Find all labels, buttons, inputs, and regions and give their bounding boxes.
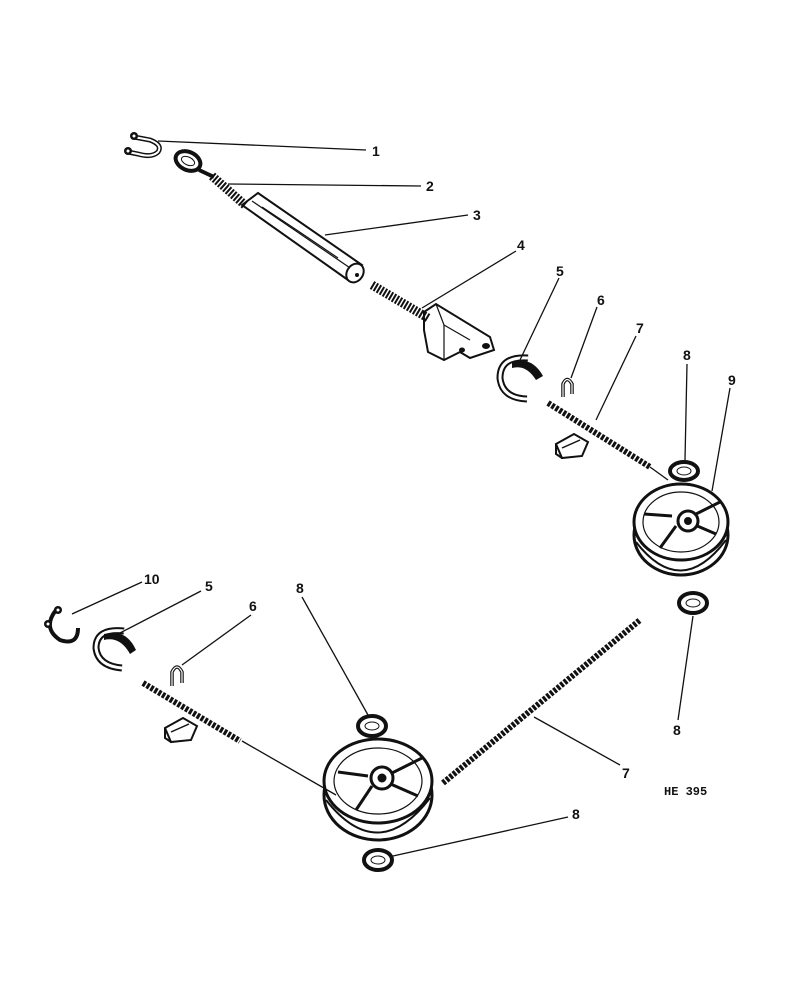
clevis-shackle-part: [124, 132, 162, 159]
callout-2: 2: [426, 178, 434, 194]
leader-cable-lower: [241, 740, 337, 796]
cable-lower-short-part: [141, 680, 242, 744]
pulley-lower-part: [322, 737, 434, 842]
callout-10: 10: [144, 571, 160, 587]
leader-8a: [684, 363, 688, 461]
u-bolt-lower-part: [170, 665, 184, 686]
callout-5-lower: 5: [205, 578, 213, 594]
leader-7b: [533, 716, 621, 766]
callout-9: 9: [728, 372, 736, 388]
pulley-upper-part: [632, 482, 730, 577]
callout-6-upper: 6: [597, 292, 605, 308]
leader-8c: [677, 615, 694, 721]
washer-right-part: [677, 591, 709, 615]
callout-8-bottom: 8: [572, 806, 580, 822]
leader-4: [421, 250, 517, 309]
clamp-saddle-lower: [163, 716, 199, 744]
callout-4: 4: [517, 237, 525, 253]
callout-7-upper: 7: [636, 320, 644, 336]
callout-3: 3: [473, 207, 481, 223]
leader-6b: [181, 614, 252, 666]
callout-labels: 1 2 3 4 5 6 7 8 9 10 5 6 8 8 7 8: [144, 143, 736, 822]
leader-5a: [519, 277, 560, 361]
leader-8d: [392, 816, 569, 857]
callout-5-upper: 5: [556, 263, 564, 279]
leader-6a: [570, 306, 598, 379]
callout-6-lower: 6: [249, 598, 257, 614]
leader-1: [157, 140, 367, 151]
callout-1: 1: [372, 143, 380, 159]
leader-8b: [301, 596, 369, 716]
cable-short-part: [546, 400, 652, 470]
snap-ring-part: [44, 606, 80, 644]
leader-9: [711, 387, 731, 492]
drawing-code: HE 395: [664, 785, 707, 799]
callout-7-lower: 7: [622, 765, 630, 781]
callout-8-right: 8: [673, 722, 681, 738]
leader-10: [71, 581, 143, 615]
leader-2: [227, 183, 422, 187]
turnbuckle-body-part: [240, 191, 365, 284]
leader-lines: [71, 140, 731, 857]
threaded-clevis-part: [369, 281, 496, 362]
callout-8-left: 8: [296, 580, 304, 596]
cable-clamp-upper-part: [496, 354, 543, 403]
cable-clamp-lower-part: [92, 627, 136, 672]
eye-bolt-part: [173, 149, 249, 210]
callout-8-upper: 8: [683, 347, 691, 363]
leader-3: [324, 214, 469, 236]
washer-left-part: [356, 714, 388, 738]
leader-5b: [117, 590, 202, 635]
clamp-saddle-upper: [554, 432, 590, 460]
leader-cable-upper: [649, 466, 669, 481]
washer-upper-part: [668, 460, 700, 482]
u-bolt-upper-part: [561, 377, 574, 397]
washer-bottom-part: [362, 848, 394, 872]
cable-long-part: [441, 617, 642, 786]
leader-7a: [595, 335, 637, 421]
